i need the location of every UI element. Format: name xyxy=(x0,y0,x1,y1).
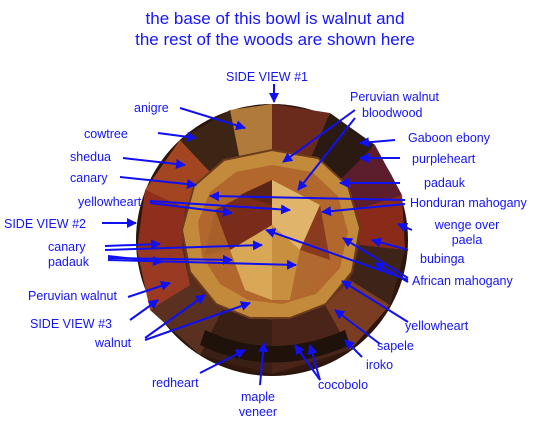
label-yellowheart-left: yellowheart xyxy=(78,195,142,209)
label-african-mahogany: African mahogany xyxy=(412,274,513,288)
label-canary-top: canary xyxy=(70,171,108,185)
label-redheart: redheart xyxy=(152,376,199,390)
label-paela: paela xyxy=(451,233,483,247)
label-bloodwood: bloodwood xyxy=(362,106,423,120)
pointer-arrows xyxy=(102,84,413,386)
label-cocobolo: cocobolo xyxy=(318,378,369,392)
label-anigre: anigre xyxy=(134,101,169,115)
label-gaboon-ebony: Gaboon ebony xyxy=(408,131,491,145)
label-side-view-3: SIDE VIEW #3 xyxy=(30,317,112,331)
label-padauk-left: padauk xyxy=(48,255,90,269)
label-bubinga: bubinga xyxy=(420,252,465,266)
label-cowtree: cowtree xyxy=(84,127,128,141)
label-walnut: walnut xyxy=(95,336,132,350)
label-purpleheart: purpleheart xyxy=(412,152,476,166)
label-canary-left: canary xyxy=(48,240,86,254)
label-shedua: shedua xyxy=(70,150,112,164)
label-side-view-1: SIDE VIEW #1 xyxy=(226,70,308,84)
label-wenge-over: wenge over xyxy=(434,218,500,232)
title-line-1: the base of this bowl is walnut and xyxy=(145,9,405,28)
label-yellowheart-right: yellowheart xyxy=(405,319,469,333)
label-iroko: iroko xyxy=(366,358,394,372)
label-sapele: sapele xyxy=(377,339,414,353)
label-honduran-mahogany: Honduran mahogany xyxy=(410,196,527,210)
title-line-2: the rest of the woods are shown here xyxy=(135,30,415,49)
label-peruvian-walnut-top: Peruvian walnut xyxy=(350,90,439,104)
label-side-view-2: SIDE VIEW #2 xyxy=(4,217,86,231)
label-peruvian-walnut-left: Peruvian walnut xyxy=(28,289,117,303)
outer-ring-segments xyxy=(137,104,405,374)
label-maple: maple xyxy=(240,390,276,404)
label-padauk-right: padauk xyxy=(424,176,466,190)
label-veneer: veneer xyxy=(238,405,278,419)
